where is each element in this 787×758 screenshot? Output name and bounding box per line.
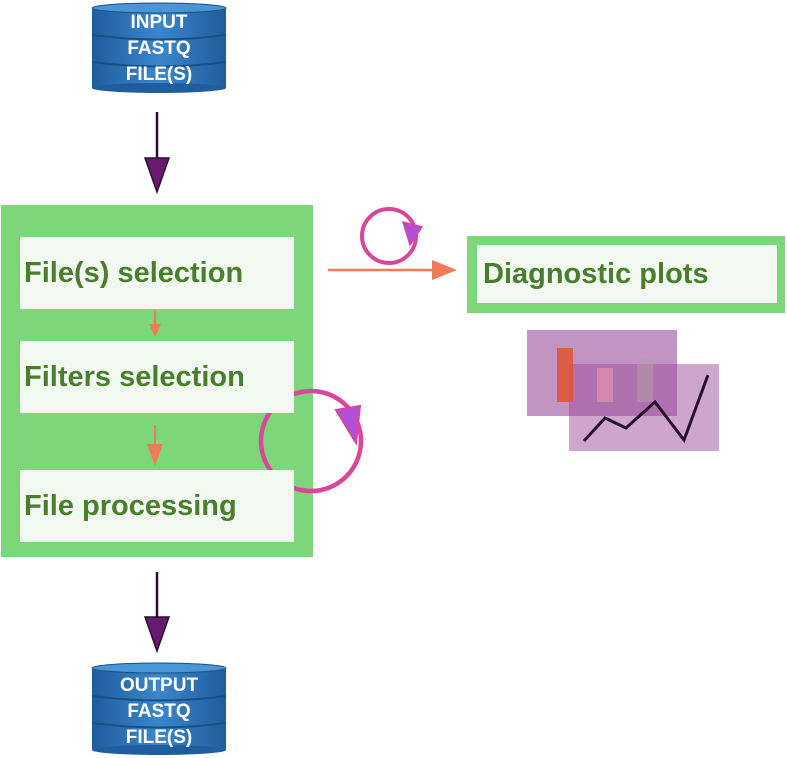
small-loop-icon xyxy=(360,207,424,265)
input-db-line-2: FASTQ xyxy=(127,38,191,59)
arrow-pipeline-to-output xyxy=(143,572,171,654)
arrow-step2-to-step3 xyxy=(147,425,163,466)
input-db-line-1: INPUT xyxy=(130,12,188,33)
diagnostic-plot-icon xyxy=(527,330,719,451)
step-filters-selection: Filters selection xyxy=(20,341,294,413)
output-db-line-1: OUTPUT xyxy=(119,675,199,696)
output-db-line-3: FILE(S) xyxy=(125,727,193,748)
output-database-icon xyxy=(91,662,227,755)
input-database-label: INPUT FASTQ FILE(S) xyxy=(92,10,226,88)
arrow-step1-to-step2 xyxy=(149,310,161,337)
output-database-label: OUTPUT FASTQ FILE(S) xyxy=(92,673,226,751)
output-db-line-2: FASTQ xyxy=(127,701,191,722)
input-database-icon xyxy=(91,2,227,93)
large-loop-icon xyxy=(258,388,364,494)
step-file-processing: File processing xyxy=(20,470,294,542)
arrow-input-to-pipeline xyxy=(143,112,171,195)
input-db-line-3: FILE(S) xyxy=(125,64,193,85)
step-file-selection: File(s) selection xyxy=(20,237,294,309)
diagnostic-plots-label: Diagnostic plots xyxy=(477,245,777,303)
arrow-to-diagnostics xyxy=(328,260,457,280)
